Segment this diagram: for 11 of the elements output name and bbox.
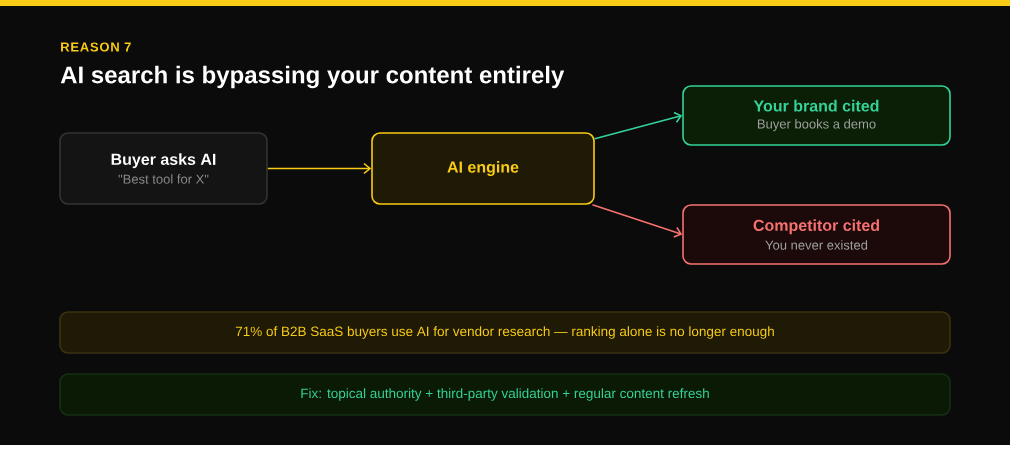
banner: Fix: topical authority + third-party validation + regular content refresh <box>59 373 951 416</box>
section-label: REASON 7 <box>61 42 131 52</box>
process-box: Buyer asks AI "Best tool for X" <box>59 132 268 205</box>
banner: 71% of B2B SaaS buyers use AI for vendor research — ranking alone is no longer enough <box>59 311 951 354</box>
arrow <box>594 111 683 140</box>
arrow <box>267 162 372 175</box>
arrow <box>591 204 683 238</box>
process-box: Your brand cited Buyer books a demo <box>682 85 951 146</box>
process-box: AI engine <box>371 132 595 205</box>
title: AI search is bypassing your content entirely <box>60 65 565 89</box>
process-box: Competitor cited You never existed <box>682 204 951 265</box>
